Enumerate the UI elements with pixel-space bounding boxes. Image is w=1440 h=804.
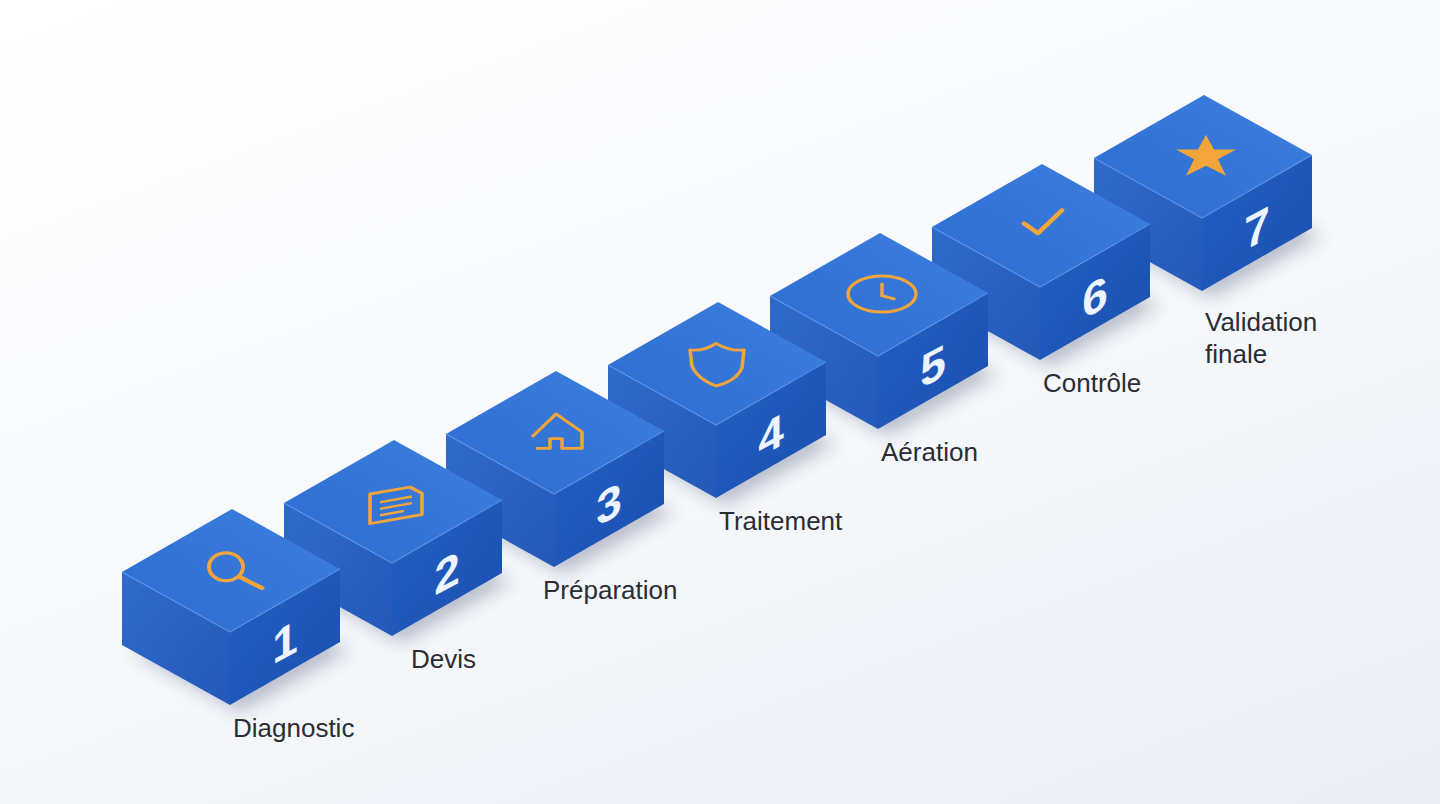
- step-number: 5: [920, 336, 946, 396]
- step-label: Traitement: [719, 505, 842, 537]
- step-number: 6: [1082, 267, 1108, 327]
- step-icon: [1024, 210, 1062, 233]
- cube-graphic: [122, 502, 352, 722]
- step-icon: [370, 485, 422, 524]
- step-label: Devis: [411, 643, 476, 675]
- step-cube: 1Diagnostic: [122, 502, 352, 722]
- step-number: 2: [434, 543, 460, 603]
- step-number: 1: [272, 612, 298, 672]
- step-number: 4: [758, 405, 784, 465]
- step-number: 3: [596, 474, 622, 534]
- step-label: Contrôle: [1043, 367, 1141, 399]
- step-number: 7: [1244, 198, 1270, 258]
- step-label: Préparation: [543, 574, 677, 606]
- step-icon: [1176, 135, 1236, 176]
- step-icon: [848, 276, 916, 312]
- step-label: Aération: [881, 436, 978, 468]
- step-label: Validation finale: [1205, 306, 1355, 370]
- step-icon: [209, 553, 262, 588]
- step-label: Diagnostic: [233, 712, 354, 744]
- step-icon: [690, 343, 744, 386]
- step-icon: [532, 414, 582, 448]
